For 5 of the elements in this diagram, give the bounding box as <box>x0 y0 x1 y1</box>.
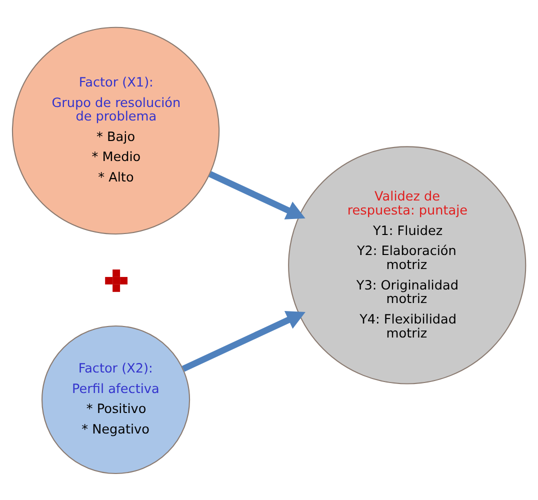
node-circle: Factor (X1): Grupo de resolución de problema * Bajo * Medio * Alto <box>12 26 220 234</box>
node-circle: Validez de respuesta: puntaje Y1: Fluidez Y2: Elaboración motriz Y3: Originalidad motriz Y4: Flexibilidad motriz <box>288 146 526 384</box>
node-circle: Factor (X2): Perfil afectiva * Positivo * Negativo <box>41 324 190 474</box>
arrow <box>182 310 306 372</box>
arrow <box>208 170 306 219</box>
